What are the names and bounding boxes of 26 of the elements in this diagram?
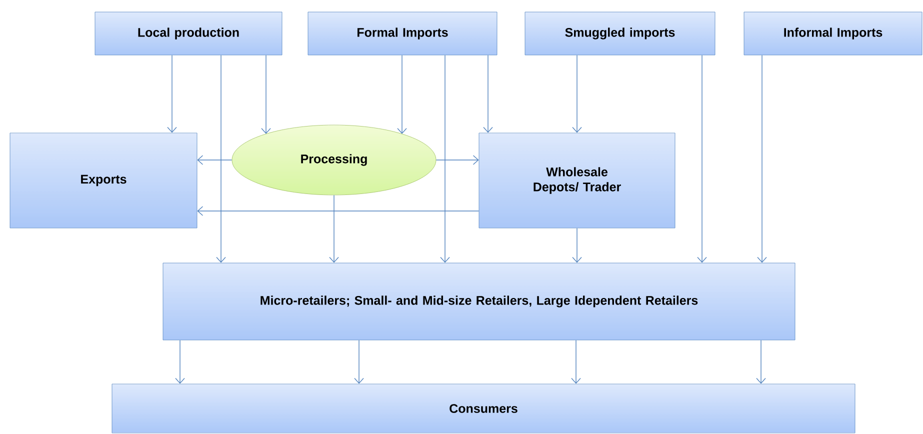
- arrow: [354, 340, 364, 384]
- consumer-box: Consumers: [112, 384, 856, 434]
- source-box: Smuggled imports: [524, 12, 716, 56]
- process-box: Exports: [10, 132, 198, 228]
- source-box: Formal Imports: [308, 12, 498, 56]
- arrow: [397, 54, 407, 134]
- arrow: [261, 54, 271, 134]
- arrow: [572, 54, 582, 133]
- process-box: Wholesale Depots/ Trader: [478, 132, 676, 228]
- arrow: [197, 206, 480, 216]
- arrow: [440, 54, 450, 263]
- arrow: [572, 228, 582, 263]
- arrow: [483, 54, 493, 133]
- source-box: Informal Imports: [744, 12, 922, 56]
- arrow: [697, 54, 707, 263]
- source-box: Local production: [94, 12, 282, 56]
- arrow: [757, 54, 767, 263]
- arrow: [216, 54, 226, 263]
- arrow: [329, 194, 339, 263]
- arrow: [571, 340, 581, 384]
- arrow: [167, 54, 177, 133]
- retailer-box: Micro-retailers; Small- and Mid-size Retailers, Large Idependent Retailers: [162, 262, 796, 340]
- arrow: [197, 155, 232, 165]
- arrow: [436, 155, 479, 165]
- arrow: [756, 340, 766, 384]
- arrow: [175, 340, 185, 384]
